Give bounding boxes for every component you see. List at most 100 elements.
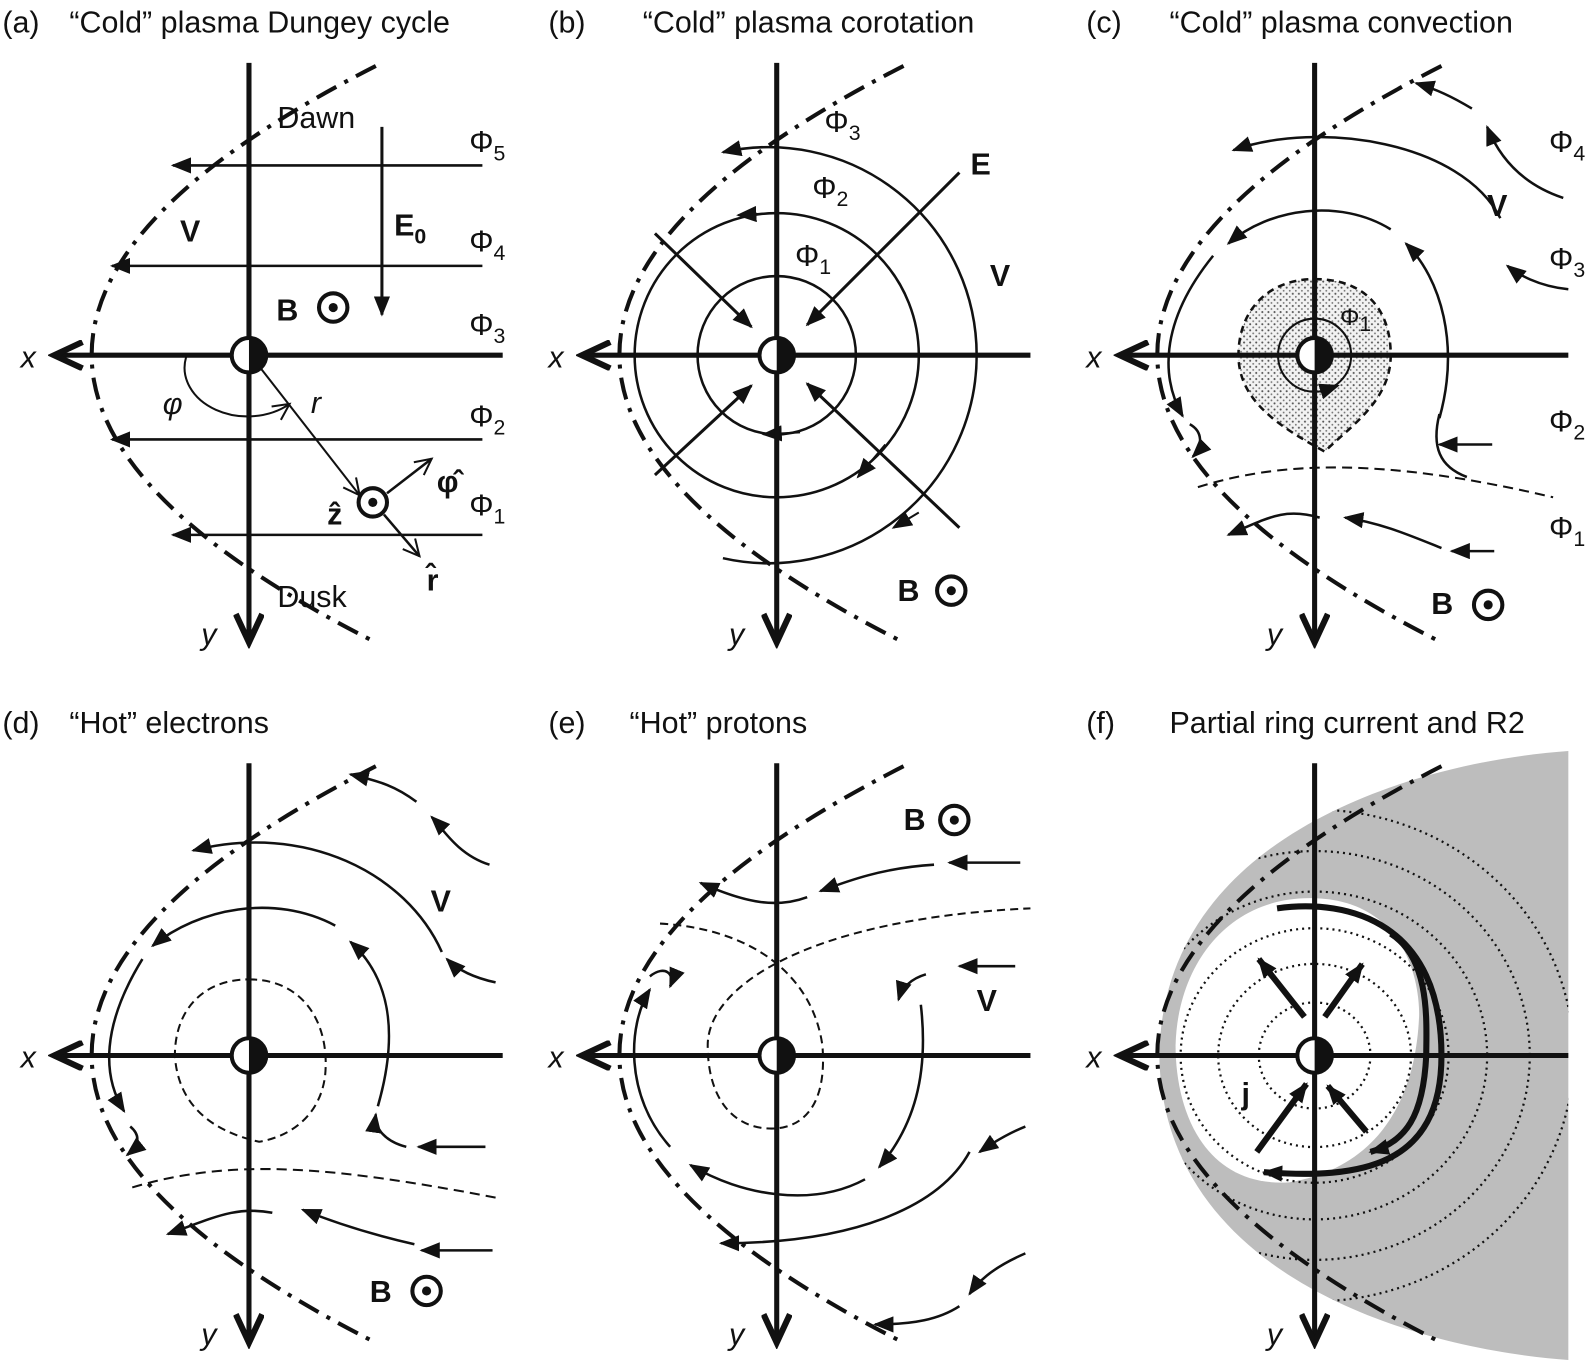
panel-a-label: (a): [2, 5, 39, 39]
phi2-label-c: Φ2: [1549, 404, 1585, 444]
current-arrow-ne: [1322, 962, 1365, 1019]
proton-flow-mid-turn: [895, 973, 927, 1002]
corotation-arrow-middle: [856, 443, 887, 479]
dusk-label: Dusk: [277, 580, 347, 614]
y-axis-label-f: y: [1265, 1318, 1284, 1352]
current-arrow-nw: [1256, 957, 1307, 1019]
electron-flow-outer-entry: [430, 815, 490, 866]
earth-c-night-side: [1314, 337, 1332, 373]
magnetic-field-out-icon-e-dot: [949, 815, 959, 825]
flow-line-phi1-mid: [1343, 512, 1442, 550]
magnetic-field-label-d: B: [370, 1275, 392, 1309]
magnetic-field-out-icon-d-dot: [422, 1286, 432, 1296]
corotation-arrow-top: [736, 205, 772, 223]
phi4-label-c: Φ4: [1549, 125, 1585, 165]
phi1-label: Φ1: [469, 489, 505, 529]
radius-label: r: [311, 386, 323, 420]
panel-d-title: “Hot” electrons: [69, 706, 269, 740]
electric-field-arrow-b-se: [805, 382, 961, 529]
phi2-label-b: Φ2: [812, 171, 848, 211]
flow-line-phi3-left: [1166, 254, 1215, 418]
y-axis-label-b: y: [727, 617, 746, 651]
electron-flow-low-mid: [300, 1208, 415, 1246]
z-hat-label: ẑ: [327, 498, 342, 532]
earth-f-night-side: [1314, 1038, 1332, 1073]
electric-field-arrow-b-sw: [653, 384, 753, 477]
y-axis-label-e: y: [727, 1318, 746, 1352]
flow-line-phi4-outer: [1231, 135, 1502, 219]
phi1-label-b: Φ1: [795, 239, 831, 279]
radius-vector: [255, 361, 361, 498]
electron-flow-mid-right: [348, 940, 391, 1107]
y-axis-label-d: y: [199, 1318, 218, 1352]
current-arrow-se: [1325, 1083, 1369, 1134]
azimuth-angle-arc: [183, 356, 292, 421]
electric-field-label: E0: [394, 208, 426, 248]
axis-labels: x y x y x y x y x y x y: [19, 340, 1284, 1351]
panel-e-title: “Hot” protons: [630, 706, 808, 740]
flow-line-phi4-entry: [1485, 124, 1564, 200]
phi-hat-vector: [386, 457, 434, 495]
panel-d-label: (d): [2, 706, 39, 740]
velocity-label-b: V: [990, 259, 1011, 293]
earth-a-night-side: [248, 337, 267, 373]
electric-field-label-b: E: [971, 148, 991, 182]
panel-b-label: (b): [548, 5, 585, 39]
panel-f-title: Partial ring current and R2: [1169, 706, 1524, 740]
panel-titles: (a) “Cold” plasma Dungey cycle (b) “Cold…: [2, 5, 1524, 739]
z-hat-out-icon-dot: [368, 497, 378, 507]
flow-line-phi3-entry: [1505, 264, 1569, 291]
x-axis-label-c: x: [1084, 340, 1103, 374]
electric-field-arrow-b-nw: [653, 232, 753, 329]
earth-b-night-side: [776, 337, 794, 373]
phi4-label: Φ4: [469, 225, 505, 265]
x-axis-label-b: x: [546, 340, 565, 374]
x-axis-label-e: x: [546, 1041, 565, 1075]
proton-flow-bottom-entry: [968, 1252, 1026, 1296]
velocity-label-e: V: [977, 984, 998, 1018]
phi1-label-c: Φ1: [1549, 511, 1585, 551]
proton-flow-left-arc: [632, 987, 672, 1148]
proton-flow-top-exit: [698, 881, 808, 905]
flow-line-phi1-exit: [1226, 512, 1321, 537]
velocity-label-d: V: [431, 884, 452, 918]
r-hat-label: r̂: [425, 561, 439, 597]
magnetic-field-out-icon-b-dot: [946, 586, 956, 596]
panel-b-title: “Cold” plasma corotation: [643, 5, 975, 39]
angle-phi-label: φ: [163, 387, 183, 421]
electron-flow-mid-entry: [445, 957, 496, 984]
corotation-arrow-outer: [891, 511, 920, 529]
proton-flow-bottom-exit: [873, 1305, 961, 1333]
phi5-label: Φ5: [469, 125, 505, 165]
velocity-label: V: [180, 215, 201, 249]
phi2-label: Φ2: [469, 399, 505, 439]
x-axis-label-d: x: [19, 1041, 38, 1075]
plasmapause-d: [173, 978, 327, 1143]
current-arrow-sw: [1254, 1082, 1309, 1154]
panel-f-label: (f): [1086, 706, 1115, 740]
magnetic-field-label-c: B: [1431, 587, 1453, 621]
flow-line-phi4-mid: [1414, 80, 1473, 110]
panel-def-labels: V B B V j: [370, 803, 1250, 1309]
magnetic-field-out-icon-a-dot: [328, 302, 338, 313]
velocity-label-c: V: [1487, 189, 1508, 223]
phi1-inner-label-c: Φ1: [1340, 304, 1371, 336]
flow-line-phi3-exit: [1189, 423, 1212, 459]
corotation-arrow-inner: [761, 425, 801, 442]
separatrix-d: [131, 1168, 496, 1199]
magnetic-field-label-e: B: [904, 803, 926, 837]
electron-flow-mid-exit: [125, 1125, 147, 1157]
magnetic-field-label: B: [276, 294, 298, 328]
flow-line-phi2-turn: [1435, 413, 1468, 479]
magnetic-field-label-b: B: [897, 574, 919, 608]
proton-flow-low-arc: [718, 1151, 971, 1252]
diagram-geometry: [54, 62, 1569, 1360]
y-axis-label-c: y: [1265, 617, 1284, 651]
panel-e-label: (e): [548, 706, 585, 740]
separatrix-e: [659, 907, 1031, 1130]
electron-flow-mid-top: [150, 906, 336, 948]
x-axis-label-a: x: [19, 340, 38, 374]
phi3-label-b: Φ3: [824, 105, 860, 145]
current-label-f: j: [1241, 1077, 1250, 1111]
proton-flow-small-loop: [649, 966, 685, 989]
